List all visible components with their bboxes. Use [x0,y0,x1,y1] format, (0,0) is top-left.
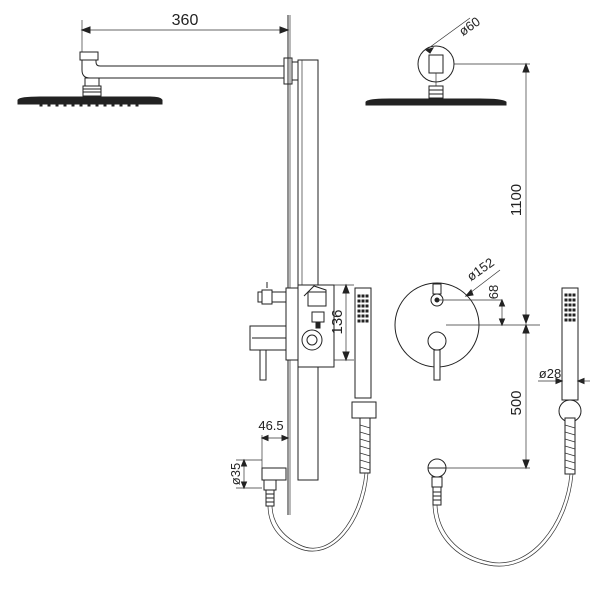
valve-plate-front: ø152 [394,255,540,381]
dim-riser-height: 1100 [508,62,530,325]
dim-handset-dia-label: ø28 [539,366,561,381]
dim-valve-width-label: 136 [329,309,346,334]
shower-arm [79,51,299,85]
shower-head-side [17,77,163,107]
dim-arm-length: 360 [80,12,290,60]
dim-plate-dia-label: ø152 [464,255,497,284]
dim-valve-width: 136 [329,283,354,362]
wall-flange-front: ø60 [417,14,530,86]
hand-shower-front [432,287,582,567]
dim-flange-dia-label: ø60 [456,14,483,39]
wall-outlet-front [427,458,447,506]
mixer-valve-side [249,282,335,381]
wall-outlet-side [261,467,287,507]
side-view: 360 [17,12,377,552]
dim-riser-height-label: 1100 [508,184,525,216]
dim-outlet-height: 500 [446,323,530,470]
dim-outlet-dia: ø35 [228,458,262,490]
dim-outlet-offset: 46.5 [258,418,290,468]
dim-outlet-height-label: 500 [508,390,525,415]
hand-shower-side [267,287,377,552]
shower-head-front [365,85,507,106]
dim-handset-dia: ø28 [538,366,590,385]
wall-and-riser [287,15,319,515]
dim-outlet-offset-label: 46.5 [258,418,283,433]
dim-valve-offset-label: 68 [486,285,501,299]
dim-outlet-dia-label: ø35 [228,463,243,485]
dim-valve-offset: 68 [486,285,506,327]
dim-arm-length-label: 360 [172,12,199,29]
front-view: ø60 1100 [365,14,590,567]
